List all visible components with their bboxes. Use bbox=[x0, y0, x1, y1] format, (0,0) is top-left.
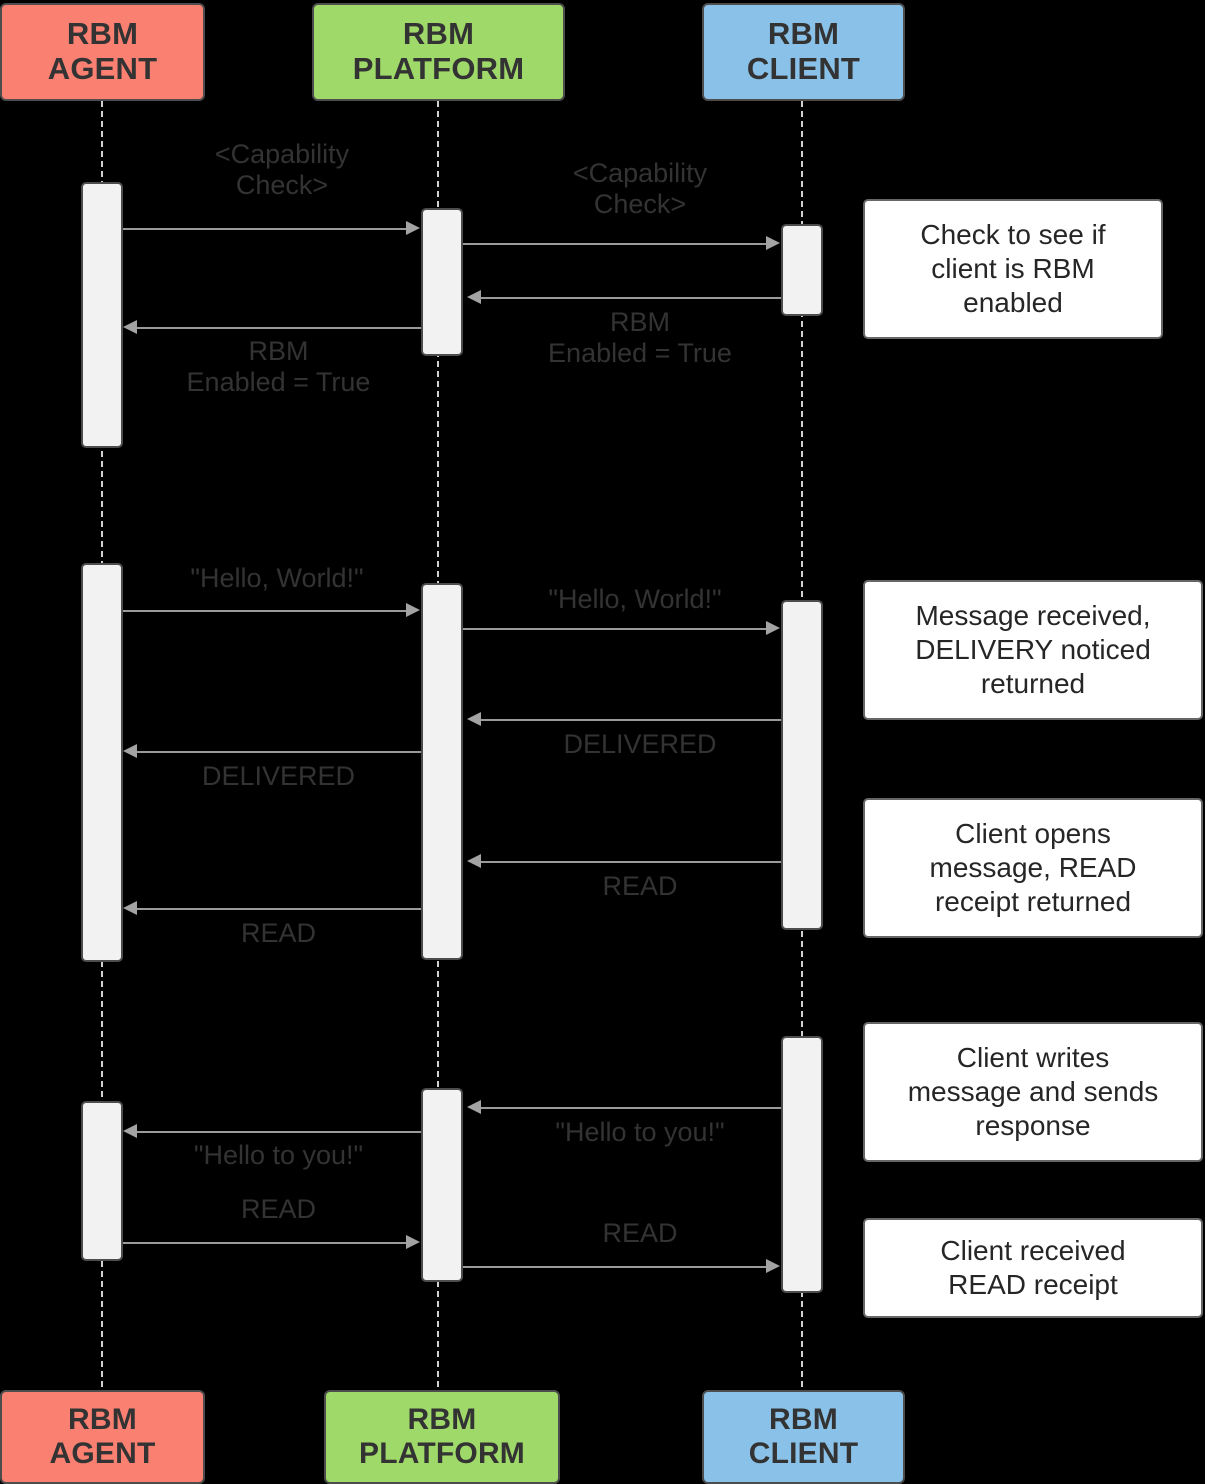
message-label-m9: READ bbox=[602, 871, 678, 901]
message-label-m2: <Capability Check> bbox=[572, 158, 708, 220]
actor-footer-client-line1: RBM bbox=[769, 1403, 838, 1437]
activation-agent-1 bbox=[81, 182, 123, 448]
actor-header-client-line2: CLIENT bbox=[746, 51, 861, 86]
message-label-m12: "Hello to you!" bbox=[193, 1140, 364, 1170]
actor-footer-platform[interactable]: RBM PLATFORM bbox=[324, 1390, 560, 1484]
message-arrowhead-m3 bbox=[467, 290, 481, 304]
message-arrowhead-m4 bbox=[123, 320, 137, 334]
message-label-m3: RBM Enabled = True bbox=[548, 307, 732, 369]
activation-platform-3 bbox=[421, 1088, 463, 1282]
message-line-m12 bbox=[137, 1131, 421, 1133]
message-line-m5 bbox=[123, 610, 407, 612]
message-label-m6: "Hello, World!" bbox=[548, 584, 722, 614]
note-client-received-read: Client received READ receipt bbox=[863, 1218, 1203, 1318]
message-line-m7 bbox=[481, 719, 781, 721]
message-arrowhead-m13 bbox=[406, 1235, 420, 1249]
message-label-m4: RBM Enabled = True bbox=[186, 336, 371, 398]
message-line-m8 bbox=[137, 751, 421, 753]
message-arrowhead-m2 bbox=[766, 236, 780, 250]
message-arrowhead-m6 bbox=[766, 621, 780, 635]
message-label-m10: READ bbox=[240, 918, 316, 948]
message-line-m14 bbox=[463, 1266, 767, 1268]
message-label-m13: READ bbox=[240, 1194, 316, 1224]
activation-client-3 bbox=[781, 1036, 823, 1293]
message-label-m5: "Hello, World!" bbox=[190, 563, 364, 593]
message-line-m9 bbox=[481, 861, 781, 863]
message-arrowhead-m7 bbox=[467, 712, 481, 726]
message-line-m1 bbox=[123, 228, 407, 230]
message-arrowhead-m1 bbox=[406, 221, 420, 235]
actor-header-agent[interactable]: RBM AGENT bbox=[0, 3, 205, 101]
actor-footer-agent-line1: RBM bbox=[68, 1403, 137, 1437]
note-message-received: Message received, DELIVERY noticed retur… bbox=[863, 580, 1203, 720]
message-line-m3 bbox=[481, 297, 781, 299]
message-label-m8: DELIVERED bbox=[201, 761, 356, 791]
message-line-m11 bbox=[481, 1107, 781, 1109]
message-arrowhead-m11 bbox=[467, 1100, 481, 1114]
message-label-m11: "Hello to you!" bbox=[555, 1117, 725, 1147]
actor-header-agent-line1: RBM bbox=[66, 16, 139, 52]
actor-header-agent-line2: AGENT bbox=[47, 51, 158, 86]
actor-header-platform-line1: RBM bbox=[402, 16, 475, 52]
actor-header-platform-line2: PLATFORM bbox=[352, 51, 525, 86]
activation-agent-2 bbox=[81, 563, 123, 962]
message-line-m4 bbox=[137, 327, 421, 329]
actor-header-platform[interactable]: RBM PLATFORM bbox=[312, 3, 565, 101]
message-line-m6 bbox=[463, 628, 767, 630]
activation-agent-3 bbox=[81, 1101, 123, 1261]
actor-footer-agent[interactable]: RBM AGENT bbox=[0, 1390, 205, 1484]
message-line-m2 bbox=[463, 243, 767, 245]
note-client-opens-message: Client opens message, READ receipt retur… bbox=[863, 798, 1203, 938]
activation-platform-2 bbox=[421, 583, 463, 960]
message-label-m7: DELIVERED bbox=[563, 729, 717, 759]
actor-header-client-line1: RBM bbox=[767, 16, 840, 52]
message-label-m1: <Capability Check> bbox=[214, 139, 350, 201]
actor-footer-platform-line1: RBM bbox=[407, 1403, 477, 1437]
message-label-m14: READ bbox=[602, 1218, 678, 1248]
message-arrowhead-m5 bbox=[406, 603, 420, 617]
actor-footer-agent-line2: AGENT bbox=[49, 1437, 156, 1470]
message-line-m13 bbox=[123, 1242, 407, 1244]
message-arrowhead-m12 bbox=[123, 1124, 137, 1138]
note-client-writes-message: Client writes message and sends response bbox=[863, 1022, 1203, 1162]
activation-platform-1 bbox=[421, 208, 463, 356]
message-arrowhead-m10 bbox=[123, 901, 137, 915]
message-arrowhead-m14 bbox=[766, 1259, 780, 1273]
activation-client-2 bbox=[781, 600, 823, 930]
actor-header-client[interactable]: RBM CLIENT bbox=[702, 3, 905, 101]
message-line-m10 bbox=[137, 908, 421, 910]
message-arrowhead-m9 bbox=[467, 854, 481, 868]
actor-footer-client[interactable]: RBM CLIENT bbox=[702, 1390, 905, 1484]
note-capability-check: Check to see if client is RBM enabled bbox=[863, 199, 1163, 339]
actor-footer-client-line2: CLIENT bbox=[748, 1437, 859, 1470]
actor-footer-platform-line2: PLATFORM bbox=[358, 1437, 525, 1470]
message-arrowhead-m8 bbox=[123, 744, 137, 758]
activation-client-1 bbox=[781, 224, 823, 316]
